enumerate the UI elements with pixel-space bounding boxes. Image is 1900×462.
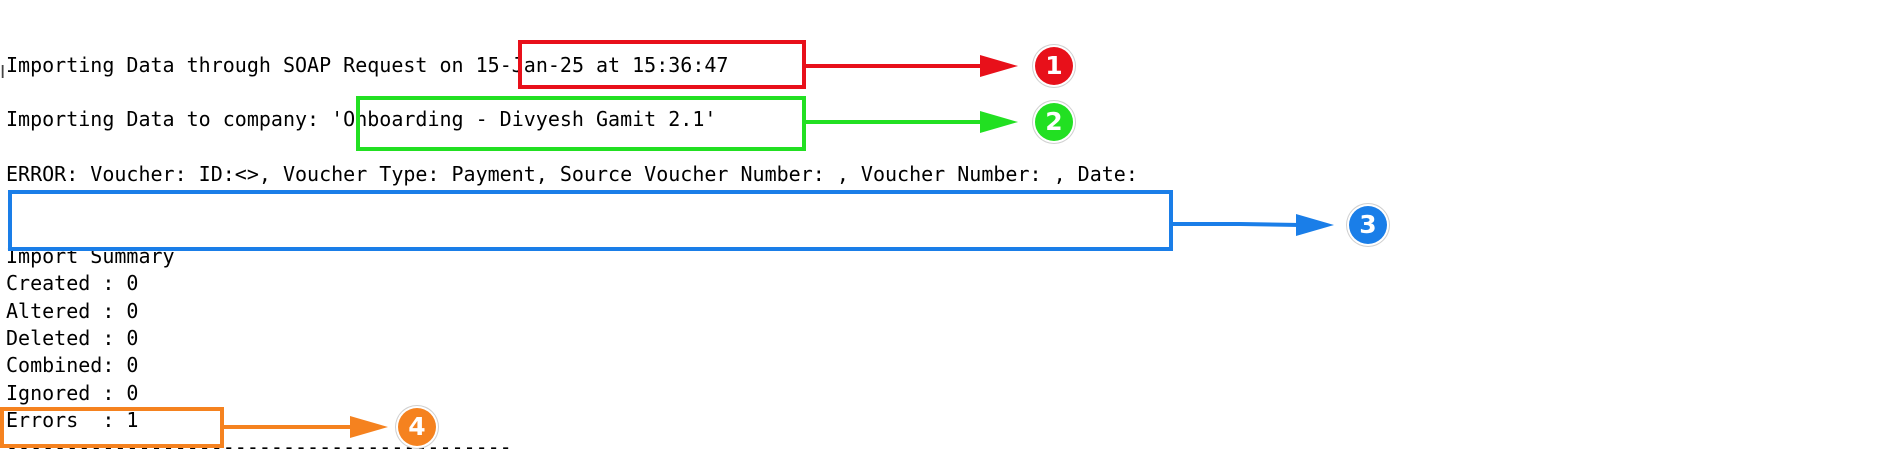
- request-prefix: Importing Data through SOAP Request on: [6, 53, 476, 77]
- company-name: 'Onboarding - Divyesh Gamit 2.1': [331, 107, 717, 131]
- log-line-request: Importing Data through SOAP Request on 1…: [6, 52, 728, 79]
- summary-altered: Altered : 0: [6, 299, 139, 323]
- log-line-company: Importing Data to company: 'Onboarding -…: [6, 106, 716, 133]
- highlight-box-company: [356, 96, 806, 151]
- arrow-3-icon: [1173, 214, 1334, 236]
- separator-line: ----------------------------------------…: [6, 435, 512, 454]
- summary-deleted: Deleted : 0: [6, 326, 139, 350]
- highlight-box-errors: [0, 407, 224, 448]
- callout-badge-1: 1: [1035, 47, 1073, 85]
- callout-badge-4: 4: [398, 408, 436, 446]
- arrow-4-icon: [224, 416, 388, 438]
- summary-created: Created : 0: [6, 271, 139, 295]
- summary-combined: Combined: 0: [6, 353, 139, 377]
- callout-badge-3: 3: [1349, 206, 1387, 244]
- summary-errors: Errors : 1: [6, 408, 139, 432]
- company-prefix: Importing Data to company:: [6, 107, 332, 131]
- callout-badge-2: 2: [1035, 103, 1073, 141]
- text-cursor-icon: I: [0, 62, 6, 83]
- highlight-box-datetime: [518, 40, 806, 89]
- summary-ignored: Ignored : 0: [6, 381, 139, 405]
- highlight-box-error-detail: [8, 190, 1173, 251]
- request-datetime: 15-Jan-25 at 15:36:47: [475, 53, 729, 77]
- log-line-error: ERROR: Voucher: ID:<>, Voucher Type: Pay…: [6, 162, 1138, 186]
- arrow-1-icon: [806, 55, 1018, 77]
- arrow-2-icon: [806, 111, 1018, 133]
